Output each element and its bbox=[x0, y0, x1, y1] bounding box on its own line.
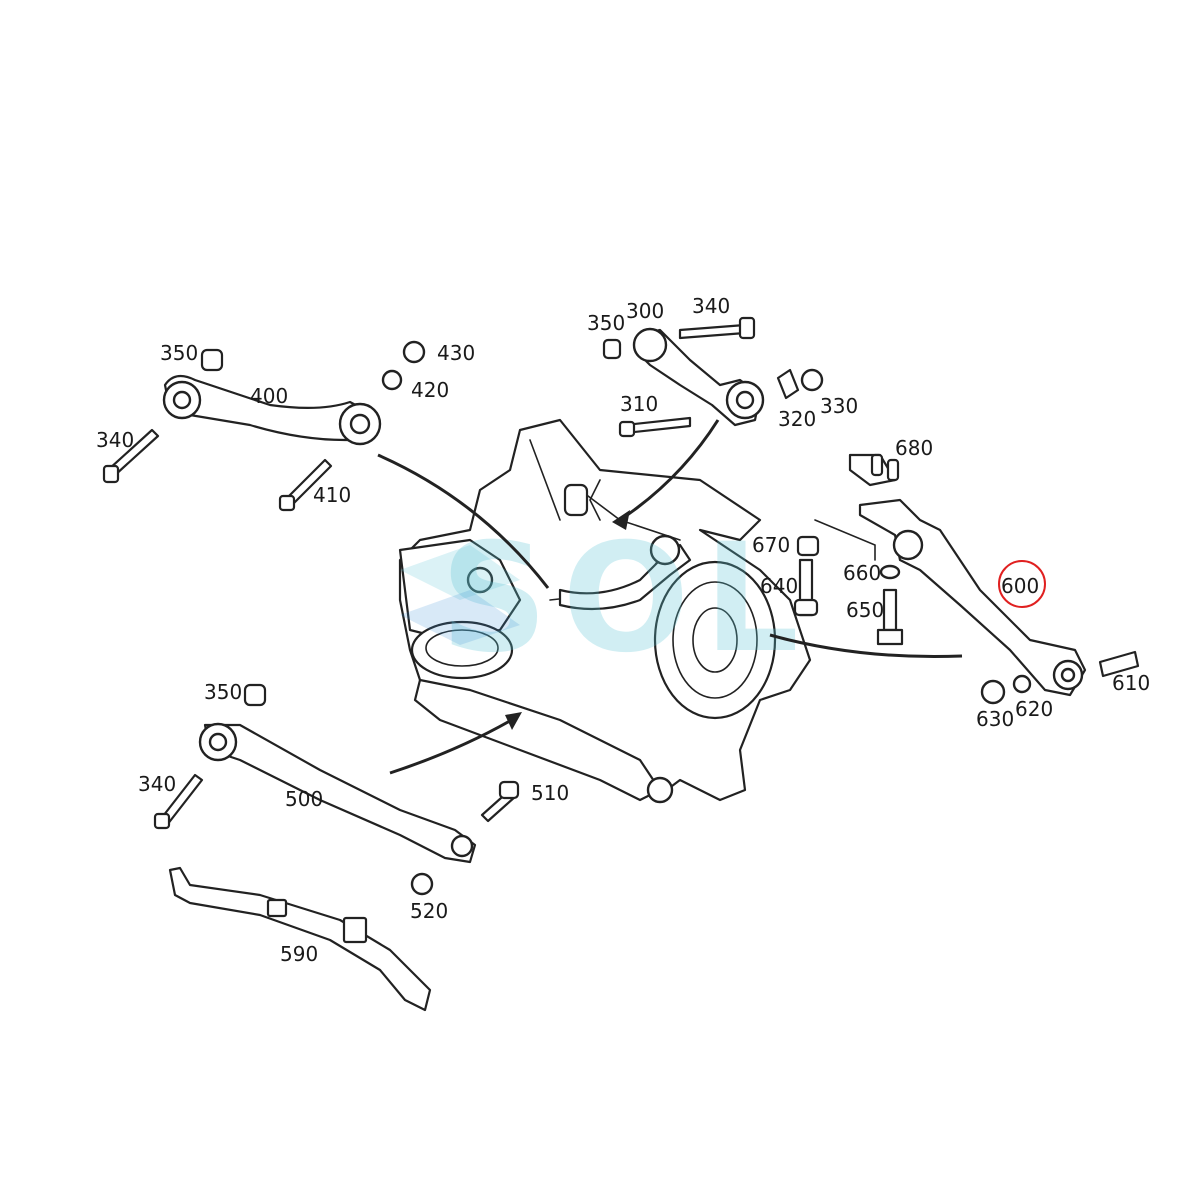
callout-510: 510 bbox=[531, 781, 569, 805]
callout-600: 600 bbox=[1001, 574, 1039, 598]
callout-520: 520 bbox=[410, 899, 448, 923]
nut-icon bbox=[796, 535, 820, 557]
nut-icon bbox=[402, 340, 426, 364]
heat-shield-590 bbox=[168, 866, 432, 1012]
callout-320: 320 bbox=[778, 407, 816, 431]
callout-340: 340 bbox=[692, 294, 730, 318]
callout-330: 330 bbox=[820, 394, 858, 418]
callout-640: 640 bbox=[760, 574, 798, 598]
bolt-icon bbox=[1098, 650, 1140, 678]
callout-340: 340 bbox=[138, 772, 176, 796]
bolt-icon bbox=[678, 323, 747, 340]
nut-icon bbox=[602, 338, 622, 360]
callout-labels: 350 400 430 420 340 410 350 300 340 310 … bbox=[96, 294, 1150, 966]
nut-icon bbox=[980, 679, 1006, 705]
callout-610: 610 bbox=[1112, 671, 1150, 695]
washer-icon bbox=[1012, 674, 1032, 694]
callout-420: 420 bbox=[411, 378, 449, 402]
nut-icon bbox=[200, 348, 224, 372]
callout-590: 590 bbox=[280, 942, 318, 966]
callout-350: 350 bbox=[587, 311, 625, 335]
callout-680: 680 bbox=[895, 436, 933, 460]
lower-control-arm-500 bbox=[153, 683, 520, 896]
assembly-arrows bbox=[377, 419, 963, 775]
nut-icon bbox=[243, 683, 267, 707]
callout-350: 350 bbox=[204, 680, 242, 704]
lower-control-arm-600 bbox=[793, 453, 1140, 705]
washer-icon bbox=[381, 369, 403, 391]
callout-630: 630 bbox=[976, 707, 1014, 731]
watermark-logo-icon bbox=[400, 590, 520, 645]
rear-knuckle-assembly bbox=[398, 418, 812, 804]
bolt-icon bbox=[882, 588, 898, 632]
upper-control-arm-300 bbox=[602, 316, 824, 438]
washer-icon bbox=[879, 564, 901, 580]
callout-340: 340 bbox=[96, 428, 134, 452]
callout-310: 310 bbox=[620, 392, 658, 416]
upper-control-arm-400 bbox=[102, 340, 426, 512]
callout-620: 620 bbox=[1015, 697, 1053, 721]
nut-icon bbox=[800, 368, 824, 392]
callout-650: 650 bbox=[846, 598, 884, 622]
washer-icon bbox=[776, 368, 800, 400]
watermark-text: SOL bbox=[440, 512, 813, 686]
nut-icon bbox=[410, 872, 434, 896]
callout-410: 410 bbox=[313, 483, 351, 507]
callout-300: 300 bbox=[626, 299, 664, 323]
callout-400: 400 bbox=[250, 384, 288, 408]
callout-350: 350 bbox=[160, 341, 198, 365]
watermark-logo-icon bbox=[400, 545, 520, 600]
highlight-ring bbox=[998, 560, 1046, 608]
callout-500: 500 bbox=[285, 787, 323, 811]
callout-430: 430 bbox=[437, 341, 475, 365]
callout-660: 660 bbox=[843, 561, 881, 585]
callout-670: 670 bbox=[752, 533, 790, 557]
